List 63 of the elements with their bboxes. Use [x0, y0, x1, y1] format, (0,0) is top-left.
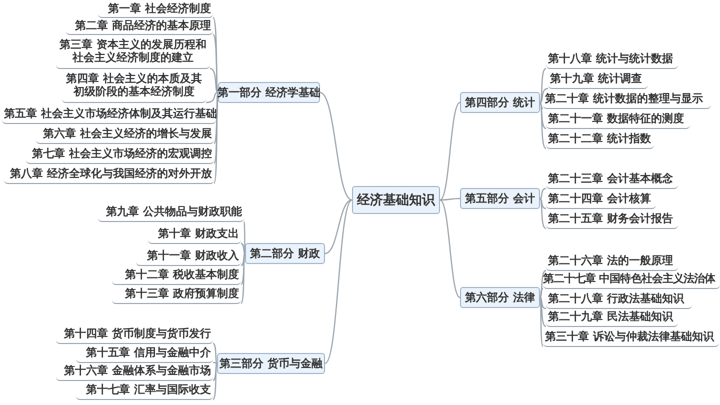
- chapter-topic: 第十九章 统计调查: [548, 71, 648, 89]
- chapter-topic: 第十五章 信用与金融中介: [76, 345, 213, 363]
- chapter-topic: 第二十九章 民法基础知识: [546, 309, 678, 327]
- branch-line: [214, 92, 219, 164]
- part-topic-box: 第三部分 货币与金融: [217, 353, 325, 374]
- chapter-topic: 第三十章 诉讼与仲裁法律基础知识: [543, 329, 719, 347]
- chapter-topic: 第十章 财政支出: [148, 226, 241, 244]
- chapter-topic: 第二十二章 统计指数: [546, 131, 654, 149]
- branch-line: [540, 198, 546, 230]
- branch-line: [324, 200, 352, 364]
- branch-line: [206, 92, 218, 104]
- chapter-topic: 第一章 社会经济制度: [98, 1, 213, 18]
- chapter-topic: 第二十八章 行政法基础知识: [546, 291, 692, 309]
- part-topic-box: 第五部分 会计: [460, 188, 540, 209]
- branch-line: [212, 363, 218, 400]
- part-topic-box: 第二部分 财政: [245, 243, 325, 264]
- chapter-topic: 第十七章 汇率与国际收支: [76, 382, 213, 400]
- branch-line: [540, 297, 546, 328]
- chapter-topic: 第六章 社会主义经济的增长与发展: [36, 126, 214, 144]
- branch-line: [440, 102, 460, 200]
- branch-line: [540, 102, 546, 130]
- branch-line: [540, 188, 546, 199]
- chapter-topic: 第二十章 统计数据的整理与显示: [543, 91, 711, 109]
- chapter-topic: 第十六章 金融体系与金融市场: [56, 363, 213, 381]
- chapter-topic: 第二十三章 会计基本概念: [546, 171, 678, 189]
- chapter-topic: 第十三章 政府预算制度: [112, 286, 241, 304]
- chapter-topic: 第二十五章 财务会计报告: [546, 211, 678, 229]
- branch-line: [240, 242, 246, 254]
- branch-line: [210, 68, 218, 93]
- chapter-topic: 第十一章 财政收入: [136, 248, 241, 266]
- branch-line: [539, 297, 544, 347]
- branch-line: [540, 88, 548, 103]
- chapter-topic: 第十四章 货币制度与货币发行: [56, 326, 213, 344]
- chapter-topic: 第二十四章 会计核算: [546, 191, 656, 209]
- branch-line: [539, 102, 546, 149]
- chapter-topic: 第八章 经济全球化与我国经济的对外开放: [4, 166, 214, 184]
- part-topic-box: 第六部分 法律: [460, 287, 540, 308]
- chapter-topic: 第九章 公共物品与财政职能: [98, 204, 244, 222]
- chapter-topic: 第二十一章 数据特征的测度: [546, 111, 690, 129]
- branch-line: [320, 92, 352, 201]
- chapter-topic: 第十八章 统计与统计数据: [546, 51, 678, 69]
- branch-line: [324, 199, 352, 254]
- chapter-topic: 第十二章 税收基本制度: [112, 267, 241, 285]
- part-topic-box: 第四部分 统计: [460, 92, 540, 113]
- branch-line: [539, 288, 544, 298]
- chapter-topic: 第二十六章 法的一般原理: [546, 253, 678, 271]
- chapter-topic: 第二章 商品经济的基本原理: [66, 18, 213, 35]
- branch-line: [440, 198, 460, 201]
- branch-line: [540, 297, 546, 310]
- central-topic-box: 经济基础知识: [352, 186, 440, 214]
- branch-line: [540, 68, 546, 103]
- chapter-topic: 第七章 社会主义市场经济的宏观调控: [26, 146, 214, 164]
- chapter-topic: 第四章 社会主义的本质及其初级阶段的基本经济制度: [62, 71, 206, 103]
- chapter-topic: 第三章 资本主义的发展历程和社会主义经济制度的建立: [56, 37, 210, 69]
- part-topic-box: 第一部分 经济学基础: [218, 82, 320, 103]
- branch-line: [540, 270, 546, 298]
- branch-line: [540, 198, 546, 210]
- branch-line: [212, 343, 218, 364]
- chapter-topic: 第五章 社会主义市场经济体制及其运行基础: [2, 106, 216, 124]
- branch-line: [212, 363, 218, 382]
- chapter-topic: 第二十七章 中国特色社会主义法治体: [543, 271, 720, 289]
- branch-line: [240, 253, 246, 266]
- branch-line: [440, 200, 460, 298]
